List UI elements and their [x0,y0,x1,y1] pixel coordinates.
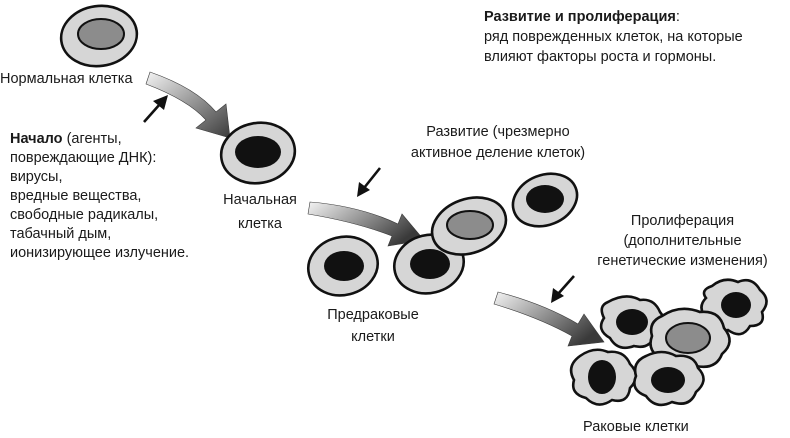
normal-cell-label: Нормальная клетка [0,71,133,87]
cancer-cell-4 [569,348,638,406]
progression-label-line-3: генетические изменения) [597,253,768,269]
normal-cell [59,4,139,68]
process-arrow-1 [145,71,231,139]
initiation-line-3: вредные вещества, [10,188,142,204]
initiation-line-5: табачный дым, [10,226,112,242]
header-title: Развитие и пролиферация [484,9,676,25]
initiated-cell-label-line-1: Начальная [223,192,297,208]
progression-label-line-1: Пролиферация [630,213,735,229]
process-arrow-3 [493,291,605,347]
pointer-arrow-initiation [143,95,168,123]
pointer-arrow-progression [551,275,575,303]
header-line-1: ряд поврежденных клеток, на которые [484,29,743,45]
precancer-cell-2 [393,233,465,295]
header-line-2: влияют факторы роста и гормоны. [484,49,717,65]
cancer-cell-5 [633,350,705,407]
initiated-cell-label-line-2: клетка [238,216,282,232]
initiation-intro: (агенты, [62,131,122,147]
progression-label-line-2: (дополнительные [623,233,742,249]
initiation-title-line: Начало (агенты, [10,130,189,149]
header-title-line: Развитие и пролиферация: [484,7,743,27]
pointer-arrow-promotion [357,167,382,197]
initiation-line-2: вирусы, [10,169,63,185]
header-colon: : [675,9,680,25]
initiation-block: Начало (агенты, повреждающие ДНК): вирус… [10,130,189,263]
initiated-cell [219,121,297,185]
initiated-cell-label: Начальная клетка [205,188,315,236]
promotion-label: Развитие (чрезмерно активное деление кле… [398,122,598,164]
initiation-line-1: повреждающие ДНК): [10,150,157,166]
precancer-label: Предраковые клетки [318,304,428,348]
promotion-label-line-1: Развитие (чрезмерно [426,124,570,140]
header-block: Развитие и пролиферация: ряд поврежденны… [484,7,743,67]
process-arrow-2 [307,201,425,247]
cancer-cell-1 [599,295,666,350]
initiation-line-4: свободные радикалы, [10,207,159,223]
progression-label: Пролиферация (дополнительные генетически… [580,211,785,271]
initiation-line-6: ионизирующее излучение. [10,245,190,261]
precancer-cell-4 [511,172,579,228]
promotion-label-line-2: активное деление клеток) [410,145,586,161]
precancer-cell-1 [307,235,379,297]
initiation-title: Начало [10,131,63,147]
precancer-label-line-1: Предраковые [327,307,419,323]
cancer-cells-label: Раковые клетки [583,419,689,435]
precancer-label-line-2: клетки [351,329,395,345]
precancer-cell-3 [430,196,508,256]
